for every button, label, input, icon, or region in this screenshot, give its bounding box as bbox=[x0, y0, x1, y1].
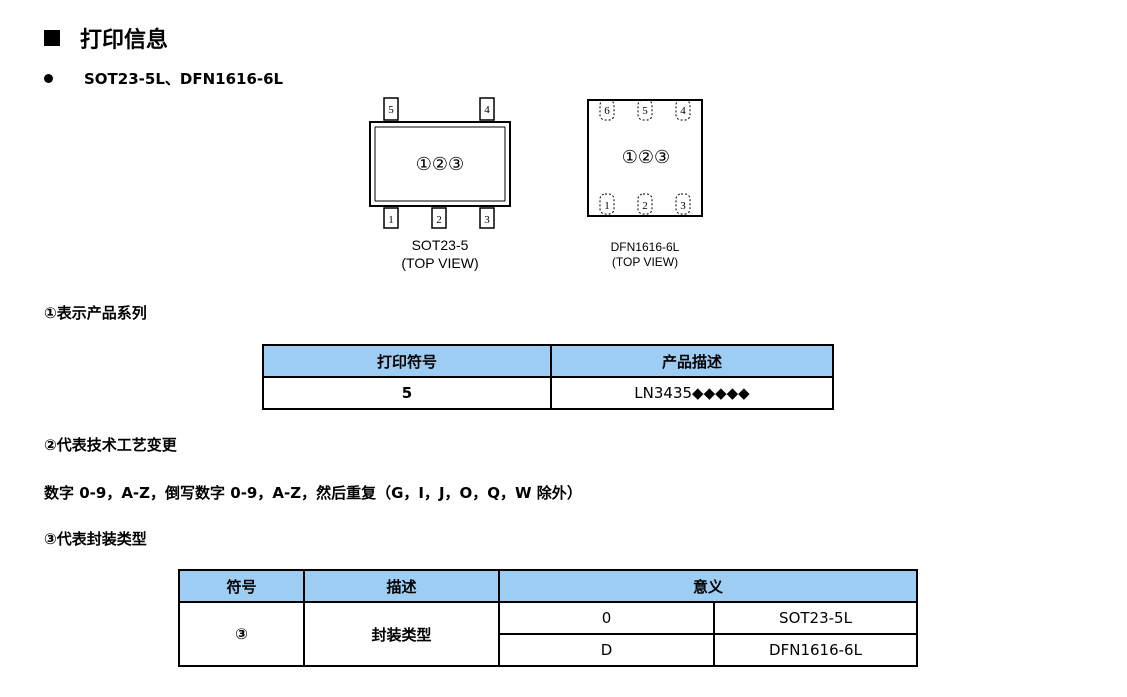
header-cell: 意义 bbox=[498, 569, 918, 603]
sot-caption-name: SOT23-5 bbox=[411, 237, 469, 253]
packages-line: SOT23-5L、DFN1616-6L bbox=[44, 68, 283, 89]
round-bullet-icon bbox=[44, 74, 53, 83]
table-header-row: 符号 描述 意义 bbox=[178, 569, 918, 603]
dfn-pin-label: 3 bbox=[680, 200, 686, 212]
table-cell: DFN1616-6L bbox=[713, 633, 918, 667]
product-series-table: 打印符号 产品描述 5 LN3435◆◆◆◆◆ bbox=[262, 344, 834, 410]
sot-body-inner bbox=[374, 126, 506, 202]
sot-pin-label: 3 bbox=[484, 214, 490, 226]
section2-text: 数字 0-9，A-Z，倒写数字 0-9，A-Z，然后重复（G，I，J，O，Q，W… bbox=[44, 484, 582, 502]
heading-text: 打印信息 bbox=[80, 28, 169, 53]
section2-title: ②代表技术工艺变更 bbox=[44, 436, 177, 454]
dfn-pad-6 bbox=[599, 99, 615, 121]
dfn-caption-view: (TOP VIEW) bbox=[611, 255, 679, 269]
packages-text: SOT23-5L、DFN1616-6L bbox=[84, 70, 284, 88]
sot-pin-4 bbox=[479, 97, 495, 121]
table-row: D DFN1616-6L bbox=[179, 633, 918, 667]
dfn-pin-label: 4 bbox=[680, 105, 686, 117]
section1-title: ①表示产品系列 bbox=[44, 304, 147, 322]
table-cell: ③ bbox=[178, 601, 305, 667]
dfn-pin-label: 1 bbox=[604, 200, 610, 212]
sot-pin-2 bbox=[431, 207, 447, 229]
dfn-marking: ①②③ bbox=[622, 147, 670, 168]
section-heading: 打印信息 bbox=[44, 22, 168, 54]
table-cell: 封装类型 bbox=[303, 601, 500, 667]
dfn-caption-name: DFN1616-6L bbox=[610, 240, 680, 254]
header-cell: 产品描述 bbox=[550, 344, 834, 378]
dfn-pin-label: 5 bbox=[642, 105, 648, 117]
sot-caption-view: (TOP VIEW) bbox=[401, 255, 479, 271]
sot-pin-1 bbox=[383, 207, 399, 229]
dfn-pad-4 bbox=[675, 99, 691, 121]
dfn-pin-label: 2 bbox=[642, 200, 648, 212]
header-cell: 符号 bbox=[178, 569, 305, 603]
sot-pin-5 bbox=[383, 97, 399, 121]
table-row: ③ 封装类型 0 SOT23-5L bbox=[178, 601, 918, 667]
package-type-table: 符号 描述 意义 ③ 封装类型 0 SOT23-5L D DFN1616-6L bbox=[178, 569, 918, 667]
sot-pin-label: 2 bbox=[436, 214, 442, 226]
sot-caption: SOT23-5 (TOP VIEW) bbox=[380, 236, 500, 272]
header-cell: 打印符号 bbox=[262, 344, 552, 378]
header-cell: 描述 bbox=[303, 569, 500, 603]
table-cell: SOT23-5L bbox=[713, 601, 918, 635]
table-cell: 5 bbox=[262, 376, 552, 410]
table-row: 5 LN3435◆◆◆◆◆ bbox=[262, 376, 834, 410]
square-bullet-icon bbox=[44, 30, 60, 46]
table-cell: D bbox=[498, 633, 715, 667]
dfn-caption: DFN1616-6L (TOP VIEW) bbox=[585, 240, 705, 270]
sot-pin-label: 5 bbox=[388, 104, 394, 116]
sot-pin-label: 4 bbox=[484, 104, 490, 116]
dfn-pin-label: 6 bbox=[604, 105, 610, 117]
dfn-pad-5 bbox=[637, 99, 653, 121]
sot23-5-diagram: 5 4 1 2 3 ①②③ bbox=[369, 97, 511, 229]
sot-marking: ①②③ bbox=[416, 154, 464, 175]
table-cell: LN3435◆◆◆◆◆ bbox=[550, 376, 834, 410]
sot-pin-3 bbox=[479, 207, 495, 229]
table-header-row: 打印符号 产品描述 bbox=[262, 344, 834, 378]
sot-pin-label: 1 bbox=[388, 214, 394, 226]
dfn-pad-3 bbox=[675, 193, 691, 215]
table-cell: 0 bbox=[498, 601, 715, 635]
sot-body-outer bbox=[369, 121, 511, 207]
dfn1616-6l-diagram: 6 5 4 1 2 3 ①②③ bbox=[587, 99, 703, 217]
section3-title: ③代表封装类型 bbox=[44, 530, 147, 548]
dfn-pad-2 bbox=[637, 193, 653, 215]
dfn-pad-1 bbox=[599, 193, 615, 215]
